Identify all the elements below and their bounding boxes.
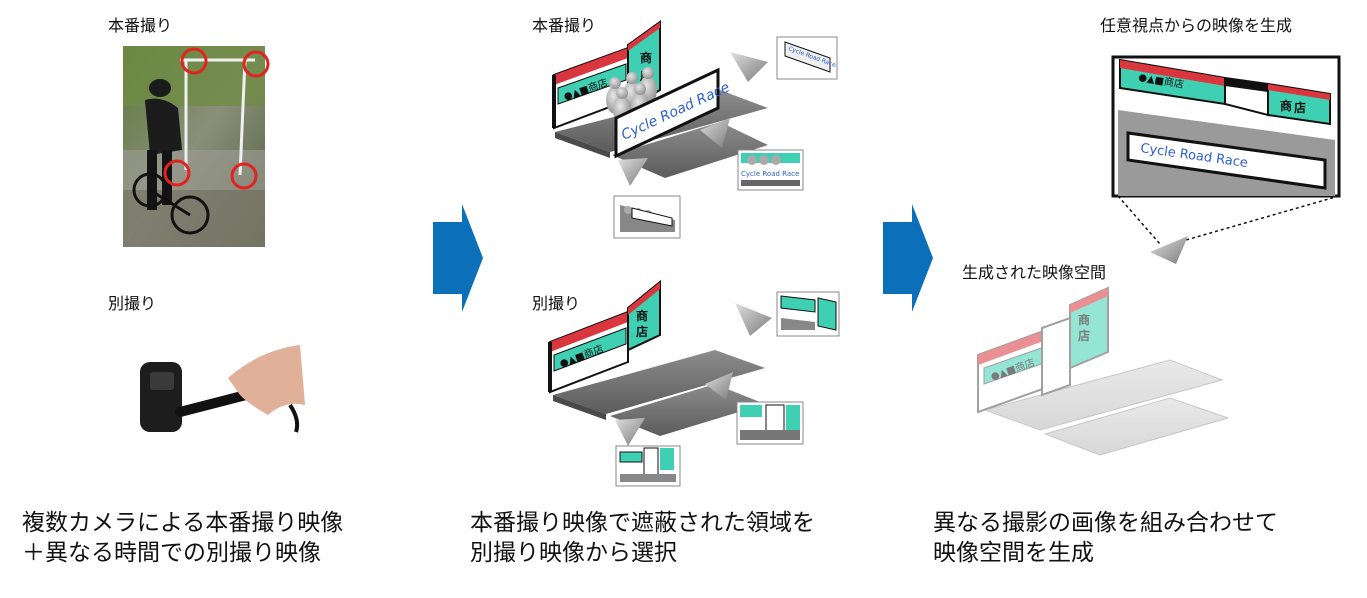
col3-caption: 異なる撮影の画像を組み合わせて 映像空間を生成 bbox=[933, 508, 1278, 568]
col1-caption-line1: 複数カメラによる本番撮り映像 bbox=[22, 510, 344, 536]
camera-markers bbox=[163, 47, 270, 190]
col1-caption: 複数カメラによる本番撮り映像 ＋異なる時間での別撮り映像 bbox=[22, 508, 343, 568]
camera-cone bbox=[705, 372, 733, 400]
col2-caption: 本番撮り映像で遮蔽された領域を 別撮り映像から選択 bbox=[470, 508, 815, 568]
col3-caption-line1: 異なる撮影の画像を組み合わせて bbox=[933, 510, 1278, 536]
shop-vertical-char-2: 店 bbox=[636, 324, 648, 339]
camera-marker-circle bbox=[163, 159, 191, 187]
shop-vertical-char-1: 商 bbox=[636, 308, 648, 323]
shop-vertical-char-2: 店 bbox=[1078, 328, 1090, 343]
generated-scene: ●▲■商店 商 店 bbox=[977, 286, 1230, 456]
col2-bottom-label: 別撮り bbox=[532, 294, 581, 313]
camera-view-thumbnail bbox=[736, 401, 804, 445]
scene-separate-shoot: ●▲■商店 商 店 bbox=[548, 279, 840, 487]
handheld-camera-photo bbox=[140, 345, 305, 433]
rider-photo bbox=[123, 46, 265, 247]
camera-cone bbox=[700, 118, 730, 148]
col1-top-label: 本番撮り bbox=[108, 16, 173, 35]
camera-cone bbox=[735, 303, 772, 336]
camera-marker-circle bbox=[180, 47, 208, 75]
camera-marker-circle bbox=[242, 50, 270, 78]
shop-vertical-char-2: 店 bbox=[1294, 100, 1306, 115]
shop-vertical-char-1: 商 bbox=[1078, 312, 1090, 327]
camera-cone bbox=[730, 52, 768, 82]
thumb-banner-text: Cycle Road Race bbox=[741, 170, 799, 178]
col2-top-label: 本番撮り bbox=[532, 16, 597, 35]
flow-arrow-2 bbox=[883, 204, 933, 312]
camera-view-thumbnail: Cycle Road Race bbox=[737, 149, 804, 191]
virtual-camera-icon bbox=[1150, 236, 1188, 264]
col2-caption-line2: 別撮り映像から選択 bbox=[470, 540, 677, 566]
scene-main-shoot: ●▲■商店 商 店 Cycle Road Race bbox=[552, 20, 838, 239]
shop-vertical-char-1: 商 bbox=[640, 50, 652, 65]
camera-cone bbox=[618, 158, 648, 186]
col3-mid-label: 生成された映像空間 bbox=[962, 263, 1107, 282]
camera-view-thumbnail bbox=[776, 291, 840, 337]
camera-view-thumbnail: Cycle Road Race bbox=[776, 36, 838, 80]
col1-bottom-label: 別撮り bbox=[108, 294, 157, 313]
camera-view-thumbnail bbox=[613, 195, 681, 239]
camera-cone bbox=[615, 418, 645, 446]
col1-caption-line2: ＋異なる時間での別撮り映像 bbox=[22, 540, 321, 566]
col3-top-label: 任意視点からの映像を生成 bbox=[1100, 16, 1293, 35]
camera-view-thumbnail bbox=[615, 445, 681, 487]
shop-vertical-char-1: 商 bbox=[1280, 98, 1292, 113]
col2-caption-line1: 本番撮り映像で遮蔽された領域を bbox=[470, 510, 815, 536]
flow-arrow-1 bbox=[433, 204, 483, 312]
col3-caption-line2: 映像空間を生成 bbox=[933, 540, 1094, 566]
generated-view-frame: ●▲■商店 商 店 Cycle Road Race bbox=[1111, 55, 1341, 198]
camera-marker-circle bbox=[230, 162, 258, 190]
